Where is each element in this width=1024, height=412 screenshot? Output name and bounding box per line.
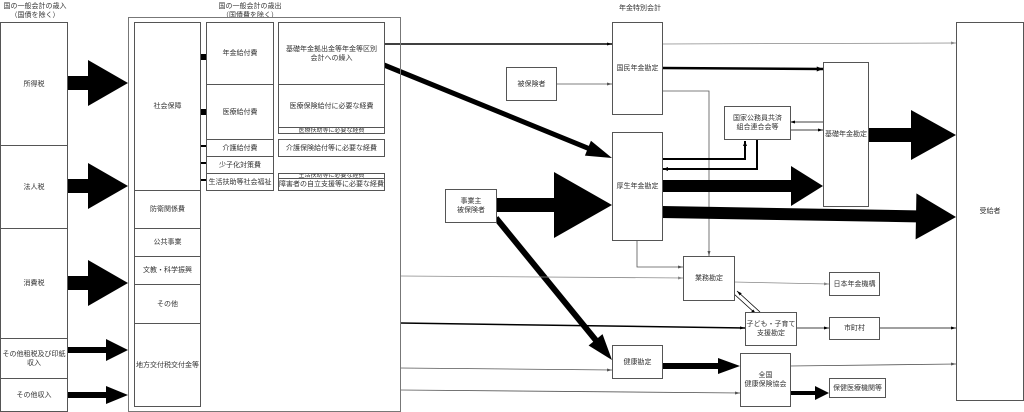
ss-medical: 医療給付費 [206,84,274,140]
arrow-child-to-operations [736,290,761,313]
connector-4 [200,179,206,181]
arrow-exp-to-health [399,367,613,371]
arrow-health-to-kyokai [662,358,740,374]
arrow-exp-to-child [399,322,746,329]
revenue-other-income: その他収入 [0,378,68,412]
expenditure-title: 国の一般会計の歳出 （国債費を除く） [218,2,282,19]
revenue-consumption-tax: 消費税 [0,228,68,339]
ss-nursing: 介護給付費 [206,139,274,157]
basic-pension-account: 基礎年金勘定 [823,62,869,207]
detail-disability-support: 障害者の自立支援等に必要な経費 [278,178,385,191]
arrow-income-tax [68,60,128,106]
detail-nursing-insurance: 介護保険給付等に必要な経費 [278,139,385,157]
arrow-kyokai-to-medical [790,386,829,400]
child-support-account: 子ども・子育て 支援勘定 [745,312,797,346]
civil-servants-mutual-aid: 国家公務員共済 組合連合会等 [724,106,791,140]
japan-pension-service: 日本年金機構 [829,272,880,296]
revenue-other-taxes: その他租税及び印紙収入 [0,338,68,379]
arrow-employer-to-health [493,216,612,360]
arrow-other-taxes [68,339,128,361]
arrow-civil-to-employee [663,139,758,170]
japan-health-insurance-association: 全国 健康保険協会 [740,353,791,407]
municipalities: 市町村 [829,317,880,340]
arrow-national-to-operations-head [707,251,711,256]
employer-insured: 事業主 被保険者 [445,189,497,223]
arrow-other-income [68,386,128,404]
arrow-employee-to-civil-head [743,141,747,146]
exp-other: その他 [134,284,201,324]
arrow-employer-to-employee [496,172,612,238]
exp-local-allocation: 地方交付税交付金等 [134,323,201,407]
national-pension-account: 国民年金勘定 [612,22,663,115]
revenue-title: 国の一般会計の歳入 （国債を除く） [3,2,67,19]
detail-medical-insurance: 医療保険給付に必要な経費 [278,84,385,128]
exp-defense: 防衛関係費 [134,190,201,229]
ss-birthrate: 少子化対策費 [206,156,274,174]
arrow-exp-to-operations-head [677,276,683,280]
arrow-operations-to-jpa [733,281,830,285]
arrow-exp-to-child-head [739,326,745,330]
arrow-corporate-tax [68,163,128,209]
detail-basic-pension-transfer: 基礎年金拠出金等年金等区別会計への繰入 [278,22,385,85]
arrow-basic-to-recipients [868,110,956,160]
arrow-national-to-basic [661,66,824,71]
connector-0 [200,54,206,60]
arrow-exp-to-health-head [606,368,612,372]
arrow-exp-to-kyokai-head [734,391,740,395]
arrow-child-to-operations-head [737,291,742,296]
arrow-employee-to-basic [662,166,823,206]
revenue-income-tax: 所得税 [0,22,68,146]
arrow-civil-to-basic-head [818,128,823,132]
arrow-kyokai-to-recipients [789,363,957,367]
operations-account: 業務勘定 [683,256,735,301]
connector-1 [200,109,206,115]
connector-2 [200,145,206,147]
ss-welfare: 生活扶助等社会福祉 [206,173,274,191]
detail-medical-assistance: 医療扶助等に必要な経費 [278,127,385,134]
exp-public-works: 公共事業 [134,228,201,257]
arrow-kyokai-to-recipients-head [950,362,956,366]
arrow-employee-to-recipients [661,193,956,240]
arrow-national-to-operations [662,90,710,256]
arrow-employee-to-operations-head [678,265,683,269]
arrow-consumption-tax [68,260,128,306]
arrow-employee-to-operations [636,240,683,268]
arrow-exp-to-kyokai [399,389,741,394]
arrow-basic-to-civil-head [790,120,795,124]
recipients: 受給者 [956,22,1024,401]
arrow-to-employee-pension [383,62,612,158]
arrow-employee-to-civil [662,141,746,160]
insured-persons: 被保険者 [506,67,557,101]
health-account: 健康勘定 [612,345,663,379]
exp-education-science: 文教・科学振興 [134,256,201,285]
connector-3 [200,162,206,164]
arrow-insured-to-national-head [607,82,612,86]
arrow-municipalities-to-recipients-head [951,326,956,330]
ss-pension: 年金給付費 [206,22,274,85]
exp-social-security: 社会保障 [134,22,201,191]
arrow-exp-to-operations [399,275,684,279]
medical-institutions: 保健医療機関等 [829,378,886,398]
arrow-national-to-basic-head [816,66,823,72]
revenue-corporate-tax: 法人税 [0,145,68,229]
employee-pension-account: 厚生年金勘定 [612,132,663,241]
arrow-civil-to-employee-head [663,167,668,171]
pension-account-title: 年金特別会計 [619,4,661,12]
arrow-operations-to-jpa-head [823,282,829,286]
arrow-child-to-municipalities-head [824,326,829,330]
arrow-national-to-recipients [661,42,957,45]
arrow-national-to-recipients-head [950,41,956,45]
arrow-to-national-pension-head [607,42,612,46]
